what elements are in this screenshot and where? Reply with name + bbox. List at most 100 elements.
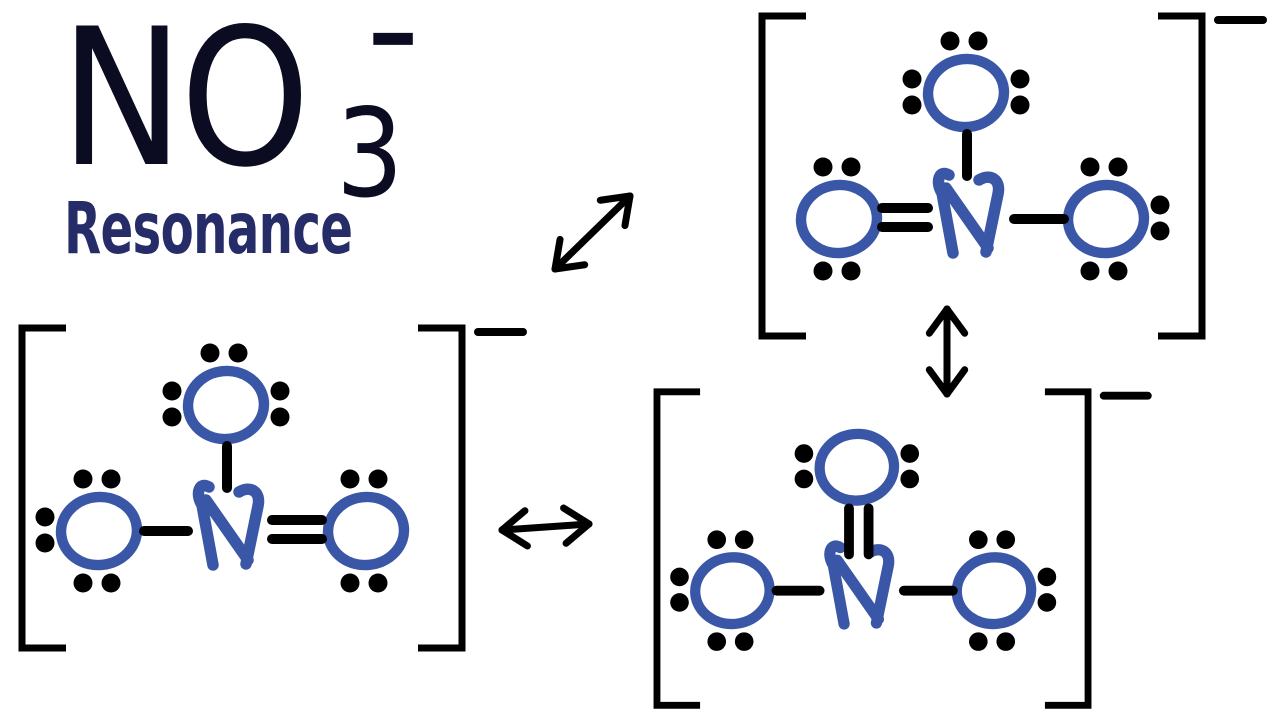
lone-pair-dot (794, 444, 814, 463)
oxygen-letter (795, 179, 883, 259)
lone-pair-dot (734, 632, 754, 651)
lone-pair-top (340, 469, 388, 489)
oxygen-atom-top (162, 343, 290, 445)
lone-pair-left (162, 381, 182, 427)
arrow-head-stroke (560, 504, 593, 528)
lone-pair-dot (1080, 261, 1100, 281)
title-block: NO 3 - Resonance (60, 0, 420, 271)
lone-pair-dot (900, 469, 920, 489)
bracket-right (1158, 12, 1206, 340)
nitrogen-atom (932, 167, 1005, 259)
bracket-right (1044, 388, 1092, 709)
lone-pair-dot (1010, 69, 1030, 89)
oxygen-letter (690, 552, 775, 630)
lone-pair-right (270, 381, 290, 427)
oxygen-letter (814, 428, 900, 506)
lone-pair-dot (1037, 593, 1057, 612)
nitrogen-letter (932, 167, 1005, 259)
lone-pair-dot (101, 573, 121, 593)
lone-pair-right (900, 444, 920, 489)
oxygen-letter (322, 491, 410, 571)
lone-pair-dot (841, 261, 861, 281)
lone-pair-top (813, 157, 861, 177)
lone-pair-dot (73, 469, 93, 489)
lone-pair-dot (1037, 567, 1057, 587)
arrow-shaft (551, 192, 634, 273)
lone-pair-dot (270, 407, 290, 427)
lone-pair-dot (1108, 157, 1128, 177)
lone-pair-dot (73, 573, 93, 593)
structure-bottom-left (18, 324, 527, 652)
lone-pair-top (1080, 157, 1128, 177)
lone-pair-right (1037, 567, 1057, 612)
lone-pair-bottom (1080, 261, 1128, 281)
lone-pair-left (902, 69, 922, 115)
lone-pair-dot (162, 381, 182, 401)
formula-subscript: 3 (336, 83, 404, 225)
lone-pair-dot (902, 69, 922, 89)
lone-pair-dot (707, 632, 727, 651)
bracket-left (18, 324, 66, 652)
lone-pair-dot (969, 632, 988, 651)
oxygen-letter (182, 365, 270, 445)
arrow-head-stroke (562, 520, 593, 547)
lone-pair-right (1010, 69, 1030, 115)
lone-pair-dot (1080, 157, 1100, 177)
structure-top-right (758, 12, 1267, 340)
formula-text: NO (60, 0, 307, 209)
lone-pair-dot (35, 533, 55, 553)
bracket-right (418, 324, 466, 652)
lone-pair-dot (340, 469, 360, 489)
lone-pair-dot (670, 593, 689, 612)
lone-pair-dot (1150, 221, 1170, 241)
oxygen-letter (55, 491, 143, 571)
arrow-head-stroke (621, 192, 634, 230)
oxygen-atom-top (794, 428, 920, 506)
lone-pair-dot (734, 530, 754, 550)
oxygen-letter (951, 552, 1037, 630)
lone-pair-bottom (969, 632, 1016, 651)
lone-pair-top (73, 469, 121, 489)
lone-pair-dot (707, 530, 727, 550)
nitrogen-letter (192, 479, 265, 571)
lone-pair-top (969, 530, 1016, 550)
lone-pair-dot (813, 157, 833, 177)
lone-pair-dot (996, 632, 1016, 651)
lone-pair-dot (969, 530, 988, 550)
lone-pair-dot (1010, 95, 1030, 115)
oxygen-letter (922, 53, 1010, 133)
lone-pair-dot (968, 31, 988, 51)
lone-pair-dot (101, 469, 121, 489)
lone-pair-dot (162, 407, 182, 427)
lone-pair-dot (813, 261, 833, 281)
lone-pair-dot (1150, 195, 1170, 215)
lone-pair-dot (1108, 261, 1128, 281)
lone-pair-dot (940, 31, 960, 51)
nitrogen-atom (824, 540, 895, 630)
lone-pair-dot (368, 573, 388, 593)
nitrogen-letter (824, 540, 895, 630)
nitrogen-atom (192, 479, 265, 571)
lone-pair-dot (670, 567, 689, 587)
formula-charge: - (366, 0, 420, 116)
oxygen-atom-top (902, 31, 1030, 133)
lone-pair-right (1150, 195, 1170, 241)
lone-pair-bottom (813, 261, 861, 281)
oxygen-letter (1062, 179, 1150, 259)
lone-pair-dot (35, 507, 55, 527)
lone-pair-dot (841, 157, 861, 177)
arrow-head-stroke (551, 261, 589, 273)
lone-pair-top (200, 343, 248, 363)
oxygen-atom-left (795, 157, 883, 281)
lone-pair-dot (902, 95, 922, 115)
lone-pair-top (707, 530, 754, 550)
lone-pair-dot (270, 381, 290, 401)
oxygen-atom-left (670, 530, 775, 651)
lone-pair-dot (200, 343, 220, 363)
lone-pair-left (35, 507, 55, 553)
oxygen-atom-right (1062, 157, 1170, 281)
lone-pair-top (940, 31, 988, 51)
arrow-head-stroke (596, 192, 634, 204)
oxygen-atom-right (322, 469, 410, 593)
